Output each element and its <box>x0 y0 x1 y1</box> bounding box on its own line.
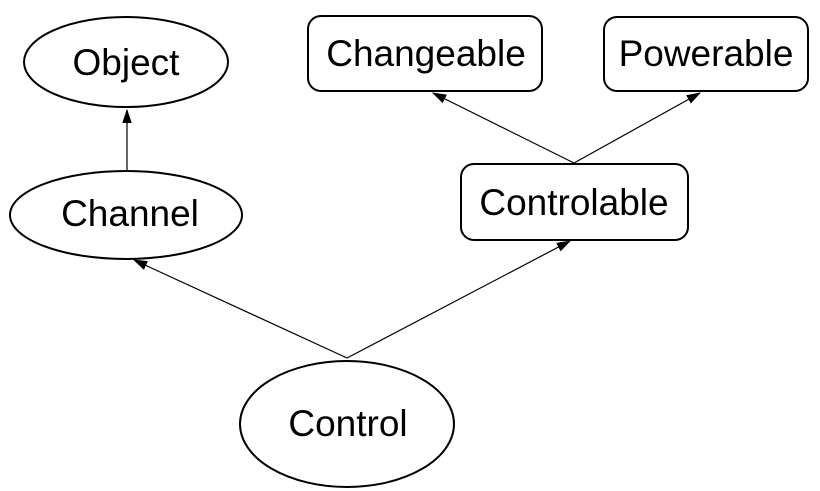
node-object: Object <box>23 16 229 108</box>
node-changeable: Changeable <box>307 15 543 92</box>
node-powerable: Powerable <box>603 16 809 92</box>
object-shape <box>23 16 229 108</box>
changeable-label: Changeable <box>326 33 526 74</box>
controlable-label: Controlable <box>479 182 668 223</box>
object-label: Object <box>73 42 181 83</box>
edge-control-to-controlable <box>346 240 572 359</box>
edge-controlable-to-changeable <box>431 92 575 164</box>
powerable-label: Powerable <box>619 33 794 74</box>
control-shape <box>239 360 455 488</box>
channel-label: Channel <box>61 193 199 234</box>
control-label: Control <box>288 403 407 444</box>
powerable-shape <box>603 16 809 92</box>
edge-control-to-channel <box>132 259 348 359</box>
node-channel: Channel <box>9 170 243 260</box>
edge-controlable-to-powerable <box>573 92 702 164</box>
edge-layer <box>122 92 702 359</box>
node-controlable: Controlable <box>460 163 689 241</box>
controlable-shape <box>460 163 689 241</box>
channel-shape <box>9 170 243 260</box>
node-control: Control <box>239 360 455 488</box>
changeable-shape <box>307 15 543 92</box>
